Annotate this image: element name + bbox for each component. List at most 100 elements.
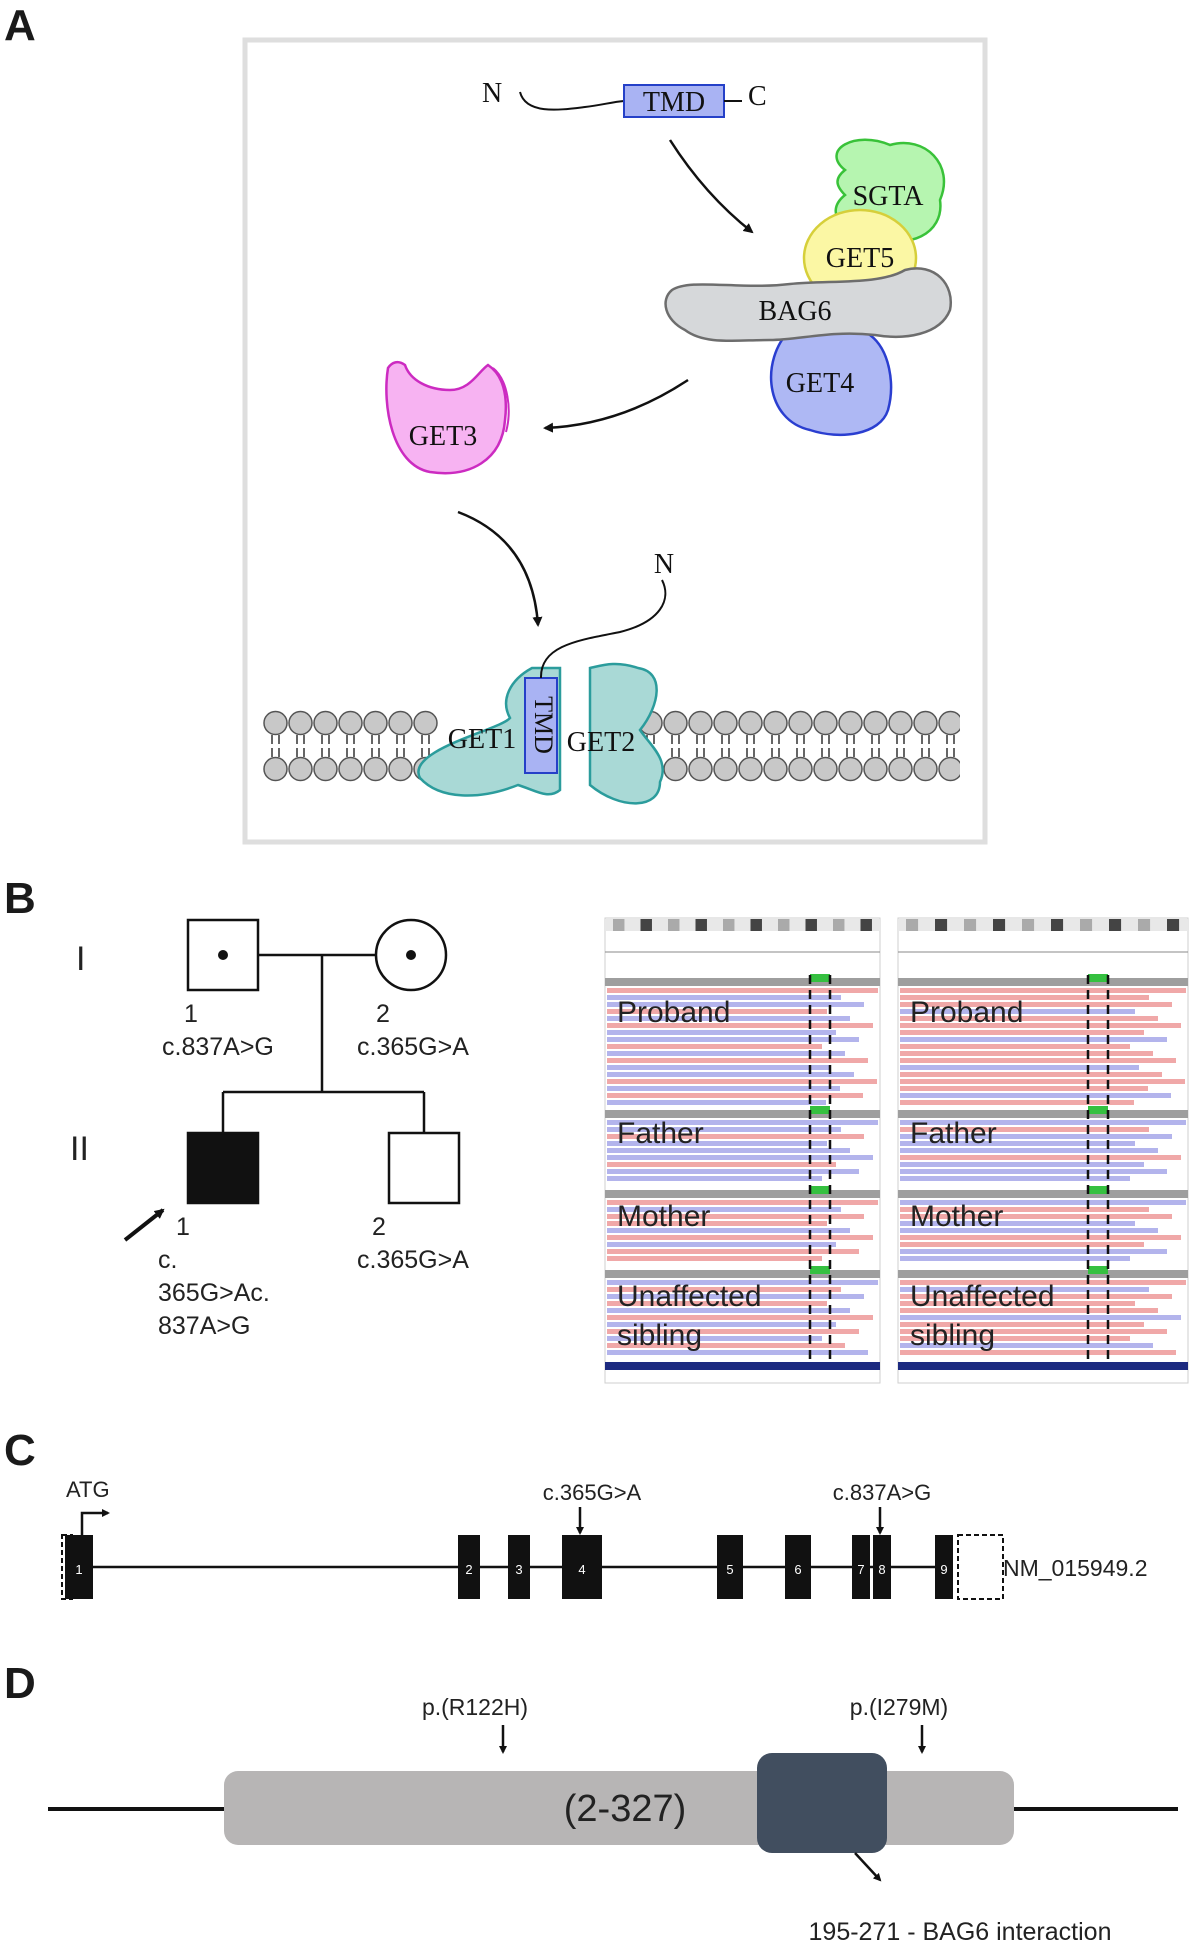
igv-left-band — [750, 919, 762, 931]
igv-right-read — [900, 1350, 1176, 1355]
igv-right-read — [900, 988, 1186, 993]
igv-left-track-label: Mother — [617, 1200, 710, 1233]
sgta-label: SGTA — [853, 181, 925, 212]
igv-left-read — [607, 1141, 827, 1146]
igv-left-read — [607, 1214, 864, 1219]
igv-right-read — [900, 1343, 1153, 1348]
igv-right-read — [900, 1044, 1130, 1049]
igv-left-read — [607, 1242, 836, 1247]
exon-6 — [785, 1535, 811, 1599]
igv-right-read — [900, 1287, 1149, 1292]
get4-label: GET4 — [786, 368, 854, 399]
membrane-n-chain — [539, 579, 667, 679]
arrow-to-get3 — [543, 378, 689, 433]
igv-left-read — [607, 1207, 841, 1212]
igv-right-read — [900, 1200, 1186, 1205]
igv-left-read — [607, 1308, 850, 1313]
gene-variant-2-label: c.837A>G — [833, 1480, 931, 1505]
panel-label-c: C — [4, 1426, 36, 1475]
igv-left-read — [607, 1100, 826, 1105]
father-number: 1 — [184, 1000, 198, 1028]
igv-right-read — [900, 1037, 1167, 1042]
mother-variant: c.365G>A — [357, 1033, 469, 1061]
igv-left-band — [833, 919, 845, 931]
igv-right-track-label: sibling — [910, 1319, 995, 1352]
igv-right-read — [900, 1134, 1172, 1139]
bag6-label: BAG6 — [758, 296, 831, 327]
get3-outline — [492, 367, 510, 433]
igv-left-read — [607, 1058, 868, 1063]
igv-right-band — [1167, 919, 1180, 931]
exon-8 — [873, 1535, 891, 1599]
generation-label-ii: II — [70, 1130, 89, 1168]
atg-arrow — [80, 1509, 110, 1535]
igv-right-read — [900, 1002, 1172, 1007]
igv-left-read — [607, 1280, 878, 1285]
igv-left-read — [607, 1127, 841, 1132]
igv-right-read — [900, 1235, 1181, 1240]
panel-label-d: D — [4, 1659, 36, 1708]
igv-left-read — [607, 1350, 868, 1355]
igv-right-band — [993, 919, 1006, 931]
igv-left-read — [607, 1162, 836, 1167]
igv-right-read — [900, 1079, 1185, 1084]
igv-left-read — [607, 1221, 827, 1226]
igv-left-read — [607, 1235, 873, 1240]
igv-left-read — [607, 1176, 822, 1181]
igv-right-coverage-bar — [898, 1190, 1188, 1198]
arrow-to-complex — [668, 139, 754, 234]
igv-right-read — [900, 1207, 1149, 1212]
igv-left-read — [607, 1315, 873, 1320]
father-carrier-dot — [218, 950, 228, 960]
igv-left-read — [607, 1228, 850, 1233]
igv-left-band — [805, 919, 817, 931]
igv-right-read — [900, 1242, 1144, 1247]
igv-right-read — [900, 1120, 1186, 1125]
igv-left-variant-marker — [810, 1266, 830, 1274]
substrate-tmd-box — [623, 84, 725, 118]
igv-left-coverage-bar — [605, 1110, 880, 1118]
protein-variant-1-label: p.(R122H) — [422, 1694, 528, 1720]
exon-4-number: 4 — [578, 1562, 585, 1577]
igv-left-track-label: sibling — [617, 1319, 702, 1352]
igv-right-band — [964, 919, 977, 931]
igv-right-read — [900, 1221, 1135, 1226]
exon-5 — [717, 1535, 743, 1599]
igv-left-read — [607, 1287, 841, 1292]
exon-7-number: 7 — [857, 1562, 864, 1577]
panel-label-a: A — [4, 1, 36, 50]
igv-right-band — [1051, 919, 1064, 931]
igv-left-band — [668, 919, 680, 931]
exon-9-number: 9 — [940, 1562, 947, 1577]
igv-right-read — [900, 1058, 1176, 1063]
igv-left-read — [607, 1200, 878, 1205]
exon-3 — [508, 1535, 530, 1599]
igv-right-read — [900, 1016, 1158, 1021]
exon-9 — [935, 1535, 953, 1599]
interaction-arrow — [854, 1852, 882, 1882]
igv-right-track-label: Unaffected — [910, 1280, 1055, 1313]
lipid-bilayer-left — [263, 710, 438, 782]
igv-left-band — [695, 919, 707, 931]
proband-number: 1 — [176, 1213, 190, 1241]
igv-left-band — [640, 919, 652, 931]
generation-label-i: I — [76, 940, 85, 978]
igv-right-read — [900, 1214, 1172, 1219]
igv-left-coverage-bar — [605, 1270, 880, 1278]
membrane-tmd-label: TMD — [529, 696, 558, 754]
exon-1-number: 1 — [75, 1562, 82, 1577]
igv-right-read — [900, 1228, 1158, 1233]
sibling-variant: c.365G>A — [357, 1246, 469, 1274]
igv-left-read — [607, 1249, 859, 1254]
igv-right-read — [900, 1023, 1181, 1028]
igv-right-read — [900, 1308, 1158, 1313]
igv-left-variant-marker — [810, 974, 830, 982]
igv-right-coverage-bar — [898, 1270, 1188, 1278]
igv-left-read — [607, 1294, 864, 1299]
get3-protein — [385, 360, 507, 475]
igv-right-read — [900, 1322, 1144, 1327]
lipid-bilayer-right — [635, 710, 960, 782]
igv-left-track-label: Father — [617, 1117, 704, 1150]
